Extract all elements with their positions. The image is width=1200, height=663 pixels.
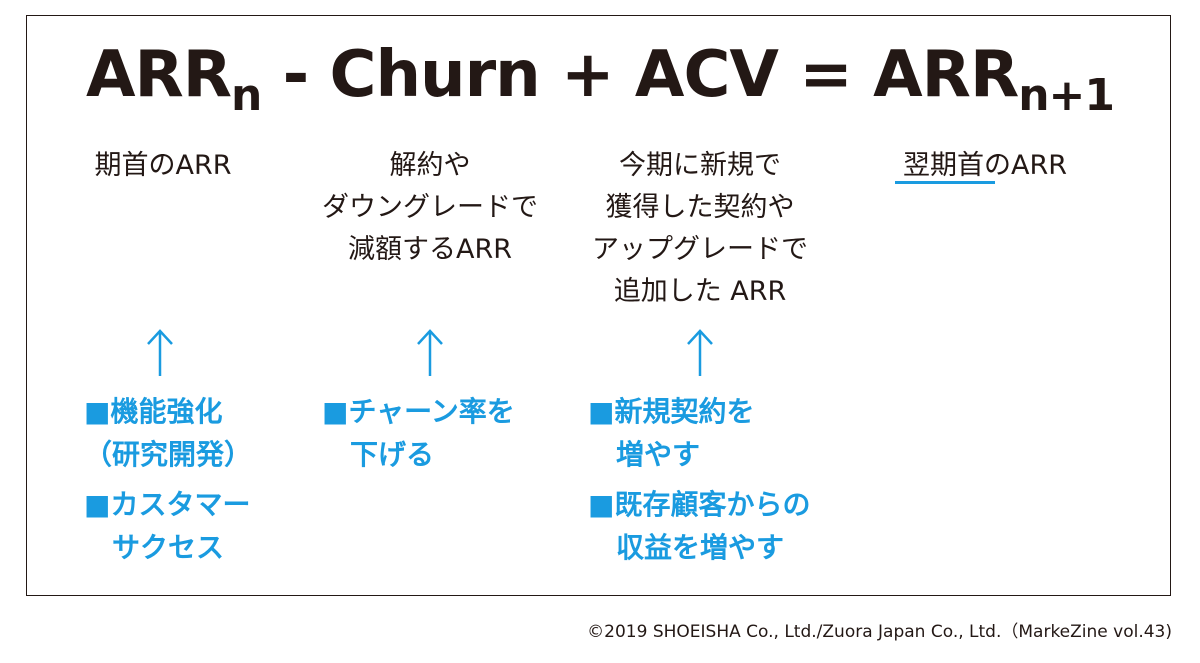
diagram-frame — [26, 15, 1171, 596]
arr-formula: ARRn - Churn + ACV = ARRn+1 — [0, 38, 1200, 121]
up-arrow-icon — [687, 329, 713, 376]
desc-line: 減額するARR — [348, 234, 512, 265]
subscript-n: n — [231, 70, 262, 121]
action-item: ■チャーン率を 下げる — [322, 390, 515, 476]
action-line: 下げる — [322, 438, 435, 471]
action-line: ■カスタマー — [84, 488, 251, 521]
column-churn: 解約や ダウングレードで 減額するARR — [322, 145, 538, 271]
action-line: ■既存顧客からの — [588, 488, 811, 521]
desc-line: 今期に新規で — [619, 150, 781, 181]
action-line: ■機能強化 — [84, 395, 223, 428]
up-arrow-icon — [417, 329, 443, 376]
action-line: 収益を増やす — [588, 531, 785, 564]
column-acv: 今期に新規で 獲得した契約や アップグレードで 追加した ARR — [592, 145, 808, 313]
desc-line: 解約や — [389, 150, 471, 181]
column-arr-start: 期首のARR — [95, 145, 232, 187]
action-line: （研究開発） — [84, 438, 253, 471]
up-arrow-icon — [147, 329, 173, 376]
action-item: ■機能強化 （研究開発） — [84, 390, 252, 476]
action-line: サクセス — [84, 531, 225, 564]
column-arr-next: 翌期首のARR — [903, 145, 1067, 187]
formula-arr-n: ARR — [85, 38, 232, 112]
action-line: ■新規契約を — [588, 395, 755, 428]
desc-line: アップグレードで — [592, 234, 808, 265]
desc-line: 追加した ARR — [613, 276, 787, 307]
action-item: ■カスタマー サクセス — [84, 483, 250, 569]
minus-sign: - — [261, 38, 330, 112]
copyright-credit: ©2019 SHOEISHA Co., Ltd./Zuora Japan Co.… — [587, 622, 1172, 642]
plus-sign: + — [539, 38, 635, 112]
formula-churn: Churn — [329, 38, 541, 112]
formula-arr-n1: ARR — [873, 38, 1019, 112]
accent-underline — [895, 181, 995, 184]
subscript-n1: n+1 — [1018, 70, 1115, 121]
action-item: ■新規契約を 増やす — [588, 390, 754, 476]
equals-sign: = — [777, 38, 874, 112]
desc-line: 獲得した契約や — [605, 192, 795, 223]
desc-line: 期首のARR — [94, 150, 232, 181]
action-line: 増やす — [588, 438, 701, 471]
action-line: ■チャーン率を — [322, 395, 515, 428]
desc-line: ダウングレードで — [322, 192, 538, 223]
formula-acv: ACV — [634, 38, 779, 112]
desc-line: 翌期首のARR — [903, 150, 1067, 181]
action-item: ■既存顧客からの 収益を増やす — [588, 483, 810, 569]
